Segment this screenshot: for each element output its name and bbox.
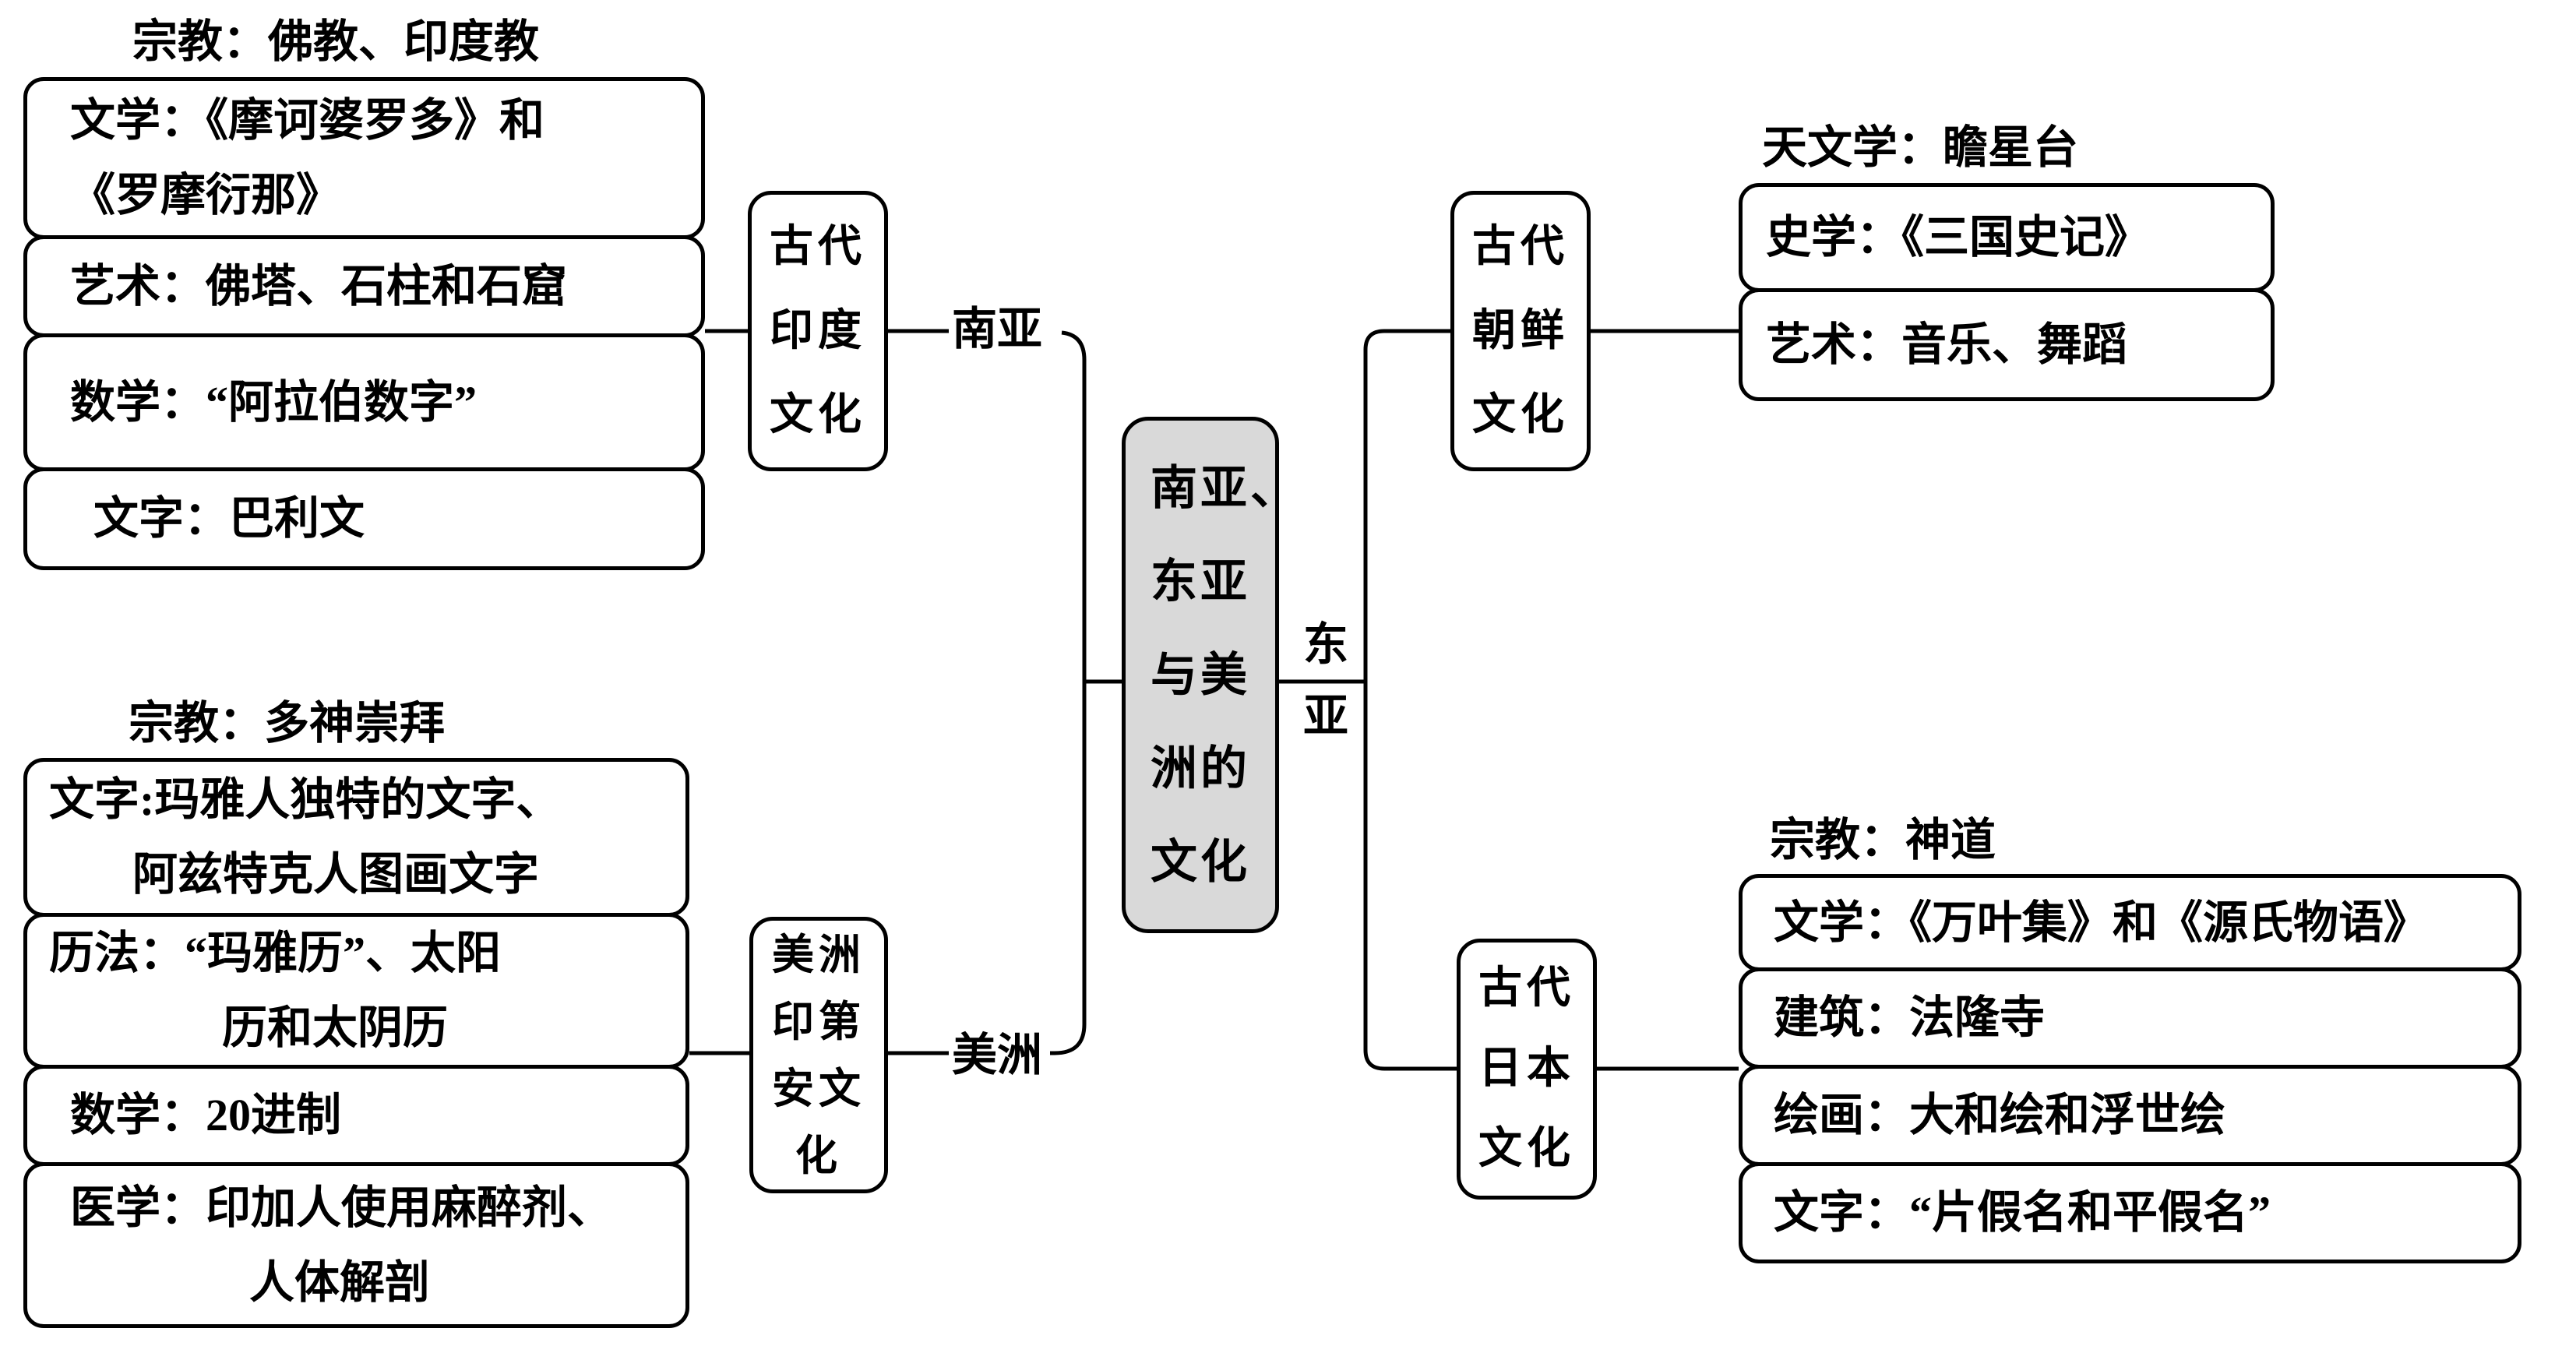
center-node-line: 南亚、 <box>1151 462 1300 514</box>
item-line: 文学：《摩诃婆罗多》和 <box>70 95 545 146</box>
stack-item-american_indian-0: 宗教：多神崇拜 <box>23 689 689 758</box>
item-line: 艺术：佛塔、石柱和石窟 <box>70 260 568 312</box>
stack-item-american_indian-3: 数学：20进制 <box>23 1065 689 1166</box>
stack-item-japan-1: 文学：《万叶集》和《源氏物语》 <box>1739 874 2521 971</box>
item-line: 数学：20进制 <box>70 1090 342 1140</box>
stack-item-india-2: 艺术：佛塔、石柱和石窟 <box>23 235 705 337</box>
stack-item-american_indian-1: 文字:玛雅人独特的文字、阿兹特克人图画文字 <box>23 758 689 917</box>
item-line: 史学：《三国史记》 <box>1766 212 2151 262</box>
item-line: 文字:玛雅人独特的文字、 <box>49 774 562 825</box>
item-line: 文字：“片假名和平假名” <box>1774 1187 2271 1238</box>
stack-item-korea-0: 天文学：瞻星台 <box>1739 113 2275 183</box>
item-line: 数学：“阿拉伯数字” <box>70 376 477 428</box>
left-trunk <box>1050 330 1087 1055</box>
stack-item-india-0: 宗教：佛教、印度教 <box>23 6 705 77</box>
item-line: 文字：巴利文 <box>93 493 365 544</box>
node-ancient-japan: 古代日本文化 <box>1457 939 1597 1200</box>
stack-item-india-4: 文字：巴利文 <box>23 467 705 570</box>
node-ancient-india: 古代印度文化 <box>748 191 888 471</box>
item-line: 阿兹特克人图画文字 <box>132 849 540 900</box>
center-node-line: 洲的 <box>1151 742 1250 795</box>
label-east-asia-line: 东 <box>1302 619 1348 670</box>
node-line: 文化 <box>1478 1125 1575 1173</box>
item-line: 《罗摩衍那》 <box>70 170 342 220</box>
node-line: 古代 <box>770 223 866 271</box>
node-ancient-korea: 古代朝鲜文化 <box>1450 191 1591 471</box>
label-americas: 美洲 <box>952 1030 1043 1080</box>
stack-item-american_indian-2: 历法：“玛雅历”、太阳历和太阴历 <box>23 913 689 1069</box>
node-line: 古代 <box>1472 223 1569 271</box>
node-line: 安文 <box>772 1065 865 1112</box>
stack-item-japan-2: 建筑：法隆寺 <box>1739 967 2521 1069</box>
stack-item-korea-1: 史学：《三国史记》 <box>1739 183 2275 292</box>
item-line: 宗教：多神崇拜 <box>129 698 446 749</box>
node-line: 美洲 <box>772 931 865 978</box>
stack-item-india-3: 数学：“阿拉伯数字” <box>23 333 705 471</box>
stack-item-india-1: 文学：《摩诃婆罗多》和《罗摩衍那》 <box>23 77 705 239</box>
stack-item-japan-4: 文字：“片假名和平假名” <box>1739 1162 2521 1263</box>
item-line: 艺术：音乐、舞蹈 <box>1766 319 2128 370</box>
center-node: 南亚、东亚与美洲的文化 <box>1122 417 1300 933</box>
item-line: 建筑：法隆寺 <box>1774 992 2046 1043</box>
item-line: 绘画：大和绘和浮世绘 <box>1774 1090 2226 1140</box>
node-line: 文化 <box>1472 391 1569 439</box>
node-line: 朝鲜 <box>1472 307 1569 355</box>
node-line: 印度 <box>770 307 866 355</box>
node-line: 印第 <box>772 998 865 1045</box>
center-node-line: 东亚 <box>1151 555 1250 608</box>
stack-item-japan-3: 绘画：大和绘和浮世绘 <box>1739 1065 2521 1166</box>
label-south-asia: 南亚 <box>952 304 1043 354</box>
stack-item-korea-2: 艺术：音乐、舞蹈 <box>1739 288 2275 401</box>
center-node-line: 与美 <box>1151 649 1250 701</box>
item-line: 历和太阴历 <box>222 1002 449 1053</box>
stack-item-american_indian-4: 医学：印加人使用麻醉剂、人体解剖 <box>23 1162 689 1328</box>
label-east-asia-line: 亚 <box>1302 691 1348 742</box>
node-american-indian: 美洲印第安文化 <box>749 917 888 1193</box>
stack-item-japan-0: 宗教：神道 <box>1739 806 2521 874</box>
item-line: 天文学：瞻星台 <box>1762 122 2079 173</box>
right-trunk <box>1363 329 1457 1071</box>
node-line: 日本 <box>1478 1045 1575 1093</box>
node-line: 化 <box>795 1132 842 1179</box>
item-line: 宗教：佛教、印度教 <box>132 16 540 67</box>
center-node-line: 文化 <box>1151 836 1250 888</box>
node-line: 文化 <box>770 391 866 439</box>
item-line: 历法：“玛雅历”、太阳 <box>49 928 502 978</box>
item-line: 医学：印加人使用麻醉剂、 <box>70 1182 613 1233</box>
label-east-asia: 东亚 <box>1290 609 1362 752</box>
node-line: 古代 <box>1478 964 1575 1013</box>
item-line: 文学：《万叶集》和《源氏物语》 <box>1774 897 2430 948</box>
item-line: 宗教：神道 <box>1770 814 1996 865</box>
item-line: 人体解剖 <box>249 1256 431 1308</box>
